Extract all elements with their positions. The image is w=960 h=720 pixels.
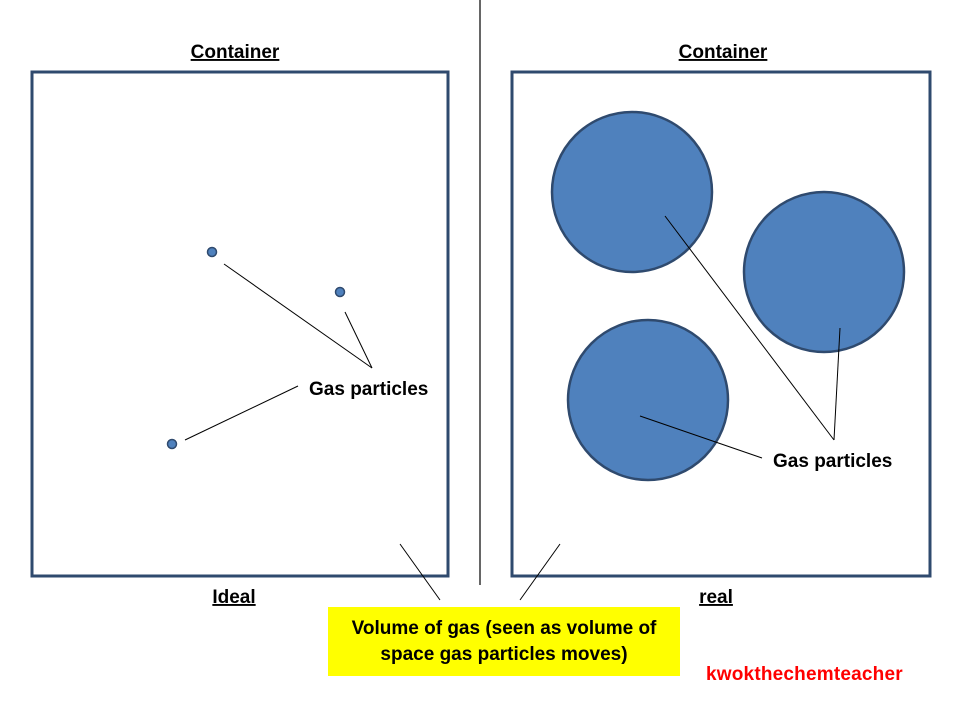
author-credit: kwokthechemteacher <box>706 664 903 685</box>
volume-pointer-line <box>399 543 441 601</box>
right-pointer-line <box>664 215 835 441</box>
right-pointer-line <box>833 327 841 441</box>
ideal-gas-particle <box>166 438 178 450</box>
right-container-heading: Container <box>679 42 768 63</box>
right-container-caption: real <box>699 587 733 608</box>
volume-note-line-2: space gas particles moves) <box>380 643 628 665</box>
ideal-gas-particle <box>334 286 346 298</box>
real-gas-particle <box>566 318 730 482</box>
volume-note-box: Volume of gas (seen as volume of space g… <box>328 607 680 676</box>
left-pointer-line <box>223 263 373 369</box>
left-particles-label: Gas particles <box>309 379 428 400</box>
right-pointer-line <box>639 415 763 459</box>
left-container-caption: Ideal <box>212 587 255 608</box>
real-gas-particle <box>742 190 906 354</box>
left-pointer-line <box>184 385 299 441</box>
right-particles-label: Gas particles <box>773 451 892 472</box>
real-gas-particle <box>550 110 714 274</box>
left-container-heading: Container <box>191 42 280 63</box>
left-container-box <box>30 70 450 578</box>
ideal-gas-particle <box>206 246 218 258</box>
volume-pointer-line <box>519 543 561 601</box>
left-pointer-line <box>344 311 373 369</box>
volume-note-line-1: Volume of gas (seen as volume of <box>351 617 657 639</box>
